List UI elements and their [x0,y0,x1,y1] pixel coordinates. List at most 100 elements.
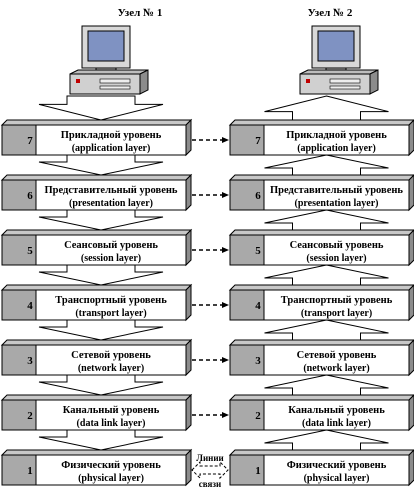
layer-number-box [1,179,37,211]
layer-number-box [1,289,37,321]
peer-link-arrowhead [222,302,229,308]
node-2-arrow-6 [264,209,389,231]
layer-label-box [263,289,410,321]
layer-name-english: (data link layer) [77,418,146,429]
layer-number: 3 [255,355,261,367]
layer-label-box [263,234,410,266]
layer-block-side [185,173,192,212]
layer-number-box [1,454,37,486]
layer-block-side [185,393,192,432]
layer-label-box [263,124,410,156]
layer-block-side [408,449,414,487]
layer-name-english: (session layer) [306,253,366,264]
layer-number: 2 [27,410,33,422]
layer-number: 5 [27,245,33,257]
layer-name-english: (transport layer) [301,308,372,319]
layer-name-english: (presentation layer) [69,198,153,209]
peer-link-arrowhead [222,137,229,143]
layer-name: Транспортный уровень [55,295,167,306]
layer-block-1: 1 Физический уровень (physical layer) [0,448,193,487]
layer-name: Канальный уровень [288,405,385,416]
node-1-arrow-6 [38,209,164,231]
link-label-line2: связи [199,479,221,489]
layer-number: 4 [27,300,33,312]
layer-block-side [185,283,192,322]
layer-name-english: (physical layer) [78,473,144,484]
layer-block-top [0,339,193,346]
layer-label-box [35,179,187,211]
layer-label-box [35,289,187,321]
layer-block-top [0,229,193,236]
layer-number: 1 [27,465,33,477]
layer-label-box [35,344,187,376]
layer-block-6: 6 Представительный уровень (presentation l… [0,173,193,212]
layer-name: Представительный уровень [270,185,403,196]
layer-block-top [0,284,193,291]
layer-block-side [408,339,414,377]
layer-name: Прикладной уровень [61,130,162,141]
layer-number-box [1,124,37,156]
layer-number-box [229,179,265,211]
layer-number: 5 [255,245,261,257]
layer-block-side [185,448,192,487]
layer-name: Прикладной уровень [286,130,387,141]
layer-name-english: (network layer) [78,363,144,374]
layer-block-top [228,394,414,401]
layer-number-box [1,344,37,376]
node-2-arrow-top [264,95,389,121]
layer-block-top [0,394,193,401]
layer-number: 2 [255,410,261,422]
node-1-arrow-4 [38,319,164,341]
peer-link-arrowhead [222,247,229,253]
layer-name: Физический уровень [61,460,161,471]
layer-block-top [228,229,414,236]
layer-block-top [228,174,414,181]
layer-label-box [35,399,187,431]
layer-block-top [0,174,193,181]
layer-name: Представительный уровень [45,185,178,196]
layer-block-top [228,119,414,126]
node-2-arrow-4 [264,319,389,341]
layer-name-english: (network layer) [303,363,369,374]
layer-name-english: (presentation layer) [295,198,379,209]
layer-block-top [228,339,414,346]
layer-block-side [408,229,414,267]
layer-block-side [408,394,414,432]
layer-name-english: (session layer) [81,253,141,264]
layer-number: 7 [255,135,261,147]
layer-number-box [1,399,37,431]
layer-block-4: 4 Транспортный уровень (transport layer) [0,283,193,322]
layer-name-english: (transport layer) [75,308,146,319]
layer-name-english: (data link layer) [302,418,371,429]
node-1-arrow-7 [38,154,164,176]
layer-label-box [263,399,410,431]
layer-name: Сеансовый уровень [290,240,384,251]
node-1-title: Узел № 1 [118,7,163,19]
layer-block-side [185,338,192,377]
layer-number: 6 [27,190,33,202]
physical-link-arrow [191,460,229,480]
layer-block-top [0,119,193,126]
layer-block-top [228,449,414,456]
layer-number: 1 [255,465,261,477]
layer-label-box [263,344,410,376]
node-2-arrow-3 [264,374,389,396]
layer-number: 7 [27,135,33,147]
layer-name-english: (physical layer) [304,473,370,484]
layer-number: 6 [255,190,261,202]
layer-block-side [408,119,414,157]
layer-number-box [229,289,265,321]
layer-label-box [35,124,187,156]
node-1-arrow-2 [38,429,164,451]
layer-block-top [228,284,414,291]
layer-label-box [263,454,410,486]
peer-link-arrowhead [222,412,229,418]
